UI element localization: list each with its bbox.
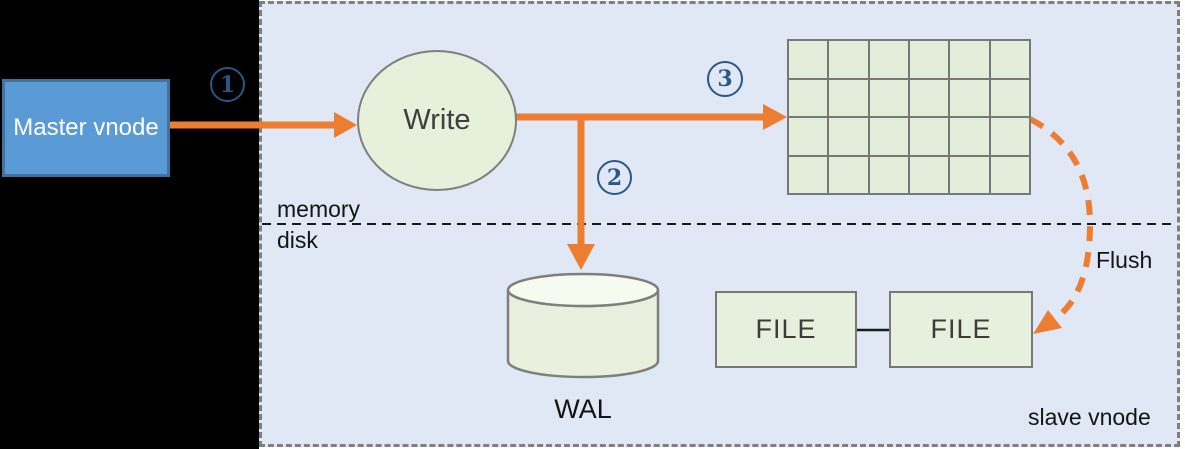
wal-label: WAL bbox=[554, 394, 612, 424]
memtable-cell bbox=[829, 41, 868, 78]
memtable-cell bbox=[990, 118, 1029, 155]
step-3-number: 3 bbox=[717, 66, 733, 92]
step-1-badge: 1 bbox=[210, 67, 245, 102]
memtable-cell bbox=[869, 79, 908, 116]
memtable-cell bbox=[829, 118, 868, 155]
step-2-arrow bbox=[567, 114, 595, 270]
file-box-1-label: FILE bbox=[755, 314, 817, 344]
memtable-cell bbox=[789, 79, 828, 116]
memtable-cell bbox=[990, 79, 1029, 116]
memtable-cell bbox=[909, 79, 949, 116]
memory-label: memory bbox=[277, 196, 361, 222]
memtable-cell bbox=[909, 118, 949, 155]
flush-arrow bbox=[1028, 116, 1094, 334]
flush-label: Flush bbox=[1096, 247, 1153, 273]
memtable-grid bbox=[787, 39, 1031, 195]
file-box-2-label: FILE bbox=[930, 314, 992, 344]
wal-cylinder bbox=[506, 272, 660, 379]
write-node: Write bbox=[357, 50, 517, 191]
master-vnode-box: Master vnode bbox=[2, 79, 170, 177]
memtable-cell bbox=[869, 41, 908, 78]
disk-label: disk bbox=[277, 227, 318, 253]
step-3-badge: 3 bbox=[707, 61, 743, 97]
wal-cylinder-top bbox=[506, 272, 660, 308]
step-2-number: 2 bbox=[606, 164, 623, 191]
memtable-cell bbox=[909, 41, 949, 78]
memtable-cell bbox=[869, 118, 908, 155]
slave-vnode-label: slave vnode bbox=[1028, 404, 1151, 430]
memtable-cell bbox=[829, 156, 868, 193]
file-box-1: FILE bbox=[715, 291, 857, 368]
memtable-cell bbox=[950, 79, 989, 116]
step-2-badge: 2 bbox=[597, 160, 632, 195]
step-1-number: 1 bbox=[219, 71, 236, 98]
step-3-arrow bbox=[514, 104, 787, 130]
memtable-cell bbox=[990, 156, 1029, 193]
memtable-cell bbox=[950, 156, 989, 193]
memtable-cell bbox=[990, 41, 1029, 78]
memtable-cell bbox=[789, 41, 828, 78]
file-box-2: FILE bbox=[889, 291, 1033, 368]
memtable-cell bbox=[789, 156, 828, 193]
memtable-cell bbox=[950, 118, 989, 155]
memtable-cell bbox=[909, 156, 949, 193]
step-1-arrow bbox=[168, 112, 357, 138]
write-node-label: Write bbox=[403, 104, 471, 136]
memtable-cell bbox=[950, 41, 989, 78]
memtable-cell bbox=[829, 79, 868, 116]
memtable-cell bbox=[869, 156, 908, 193]
memtable-cell bbox=[789, 118, 828, 155]
master-vnode-label: Master vnode bbox=[13, 114, 159, 142]
